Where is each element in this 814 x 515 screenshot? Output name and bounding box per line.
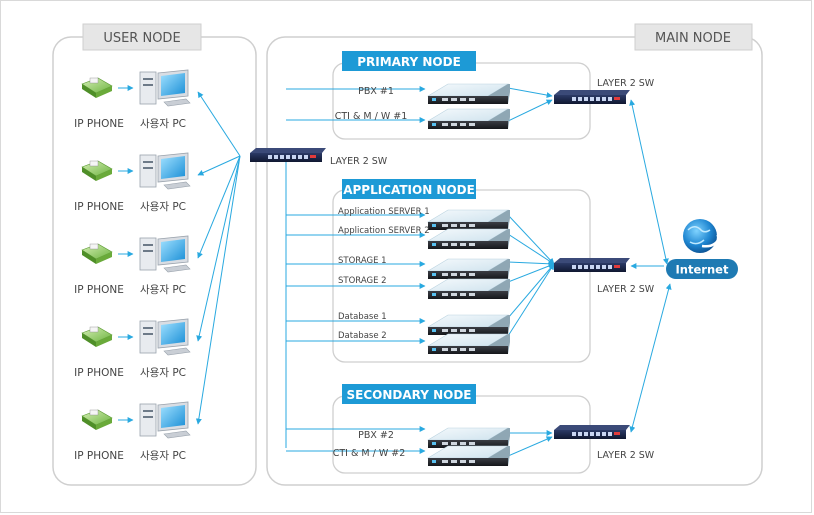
secondary-server — [426, 445, 510, 466]
server-label: CTI & M / W #2 — [333, 448, 406, 459]
user-row: IP PHONE 사용자 PC — [74, 318, 191, 379]
main-node-tab: MAIN NODE — [634, 23, 753, 51]
user-row: IP PHONE 사용자 PC — [74, 69, 191, 130]
primary-server — [426, 108, 510, 129]
primary-switch — [554, 90, 630, 104]
switch-group: LAYER 2 SW LAYER 2 SW LAYER 2 SW LAYER 2 SW — [250, 78, 655, 461]
pc-to-switch — [197, 91, 241, 157]
server-to-switch — [507, 436, 553, 457]
application-server — [426, 258, 510, 279]
user-node-tab: USER NODE — [82, 23, 202, 51]
user-row: IP PHONE 사용자 PC — [74, 235, 191, 296]
user-pc-icon — [139, 401, 191, 439]
ip-phone-label: IP PHONE — [74, 118, 124, 130]
ip-phone-label: IP PHONE — [74, 201, 124, 213]
user-pc-icon — [139, 235, 191, 273]
ip-phone-label: IP PHONE — [74, 284, 124, 296]
server-to-switch — [507, 263, 555, 337]
server-to-switch — [507, 263, 555, 319]
server-to-switch — [507, 263, 555, 283]
user-pc-icon — [139, 152, 191, 190]
switch-to-internet — [629, 99, 669, 265]
application-server — [426, 278, 510, 299]
application-node-title: APPLICATION NODE — [343, 183, 475, 197]
internet-label: Internet — [676, 263, 729, 277]
application-switch-label: LAYER 2 SW — [597, 284, 655, 295]
server-label: PBX #1 — [358, 86, 394, 97]
switch-to-internet — [629, 283, 672, 433]
user-pc-label: 사용자 PC — [140, 201, 186, 213]
server-to-switch — [507, 233, 555, 265]
internet-node: Internet — [666, 219, 738, 279]
user-pc-label: 사용자 PC — [140, 284, 186, 296]
ip-phone-icon — [81, 326, 113, 347]
connection-lines — [118, 85, 672, 457]
secondary-server — [426, 427, 510, 448]
user-pc-label: 사용자 PC — [140, 450, 186, 462]
user-node-title: USER NODE — [103, 31, 180, 46]
server-label: CTI & M / W #1 — [335, 111, 408, 122]
secondary-node-header: SECONDARY NODE — [342, 384, 476, 404]
primary-switch-label: LAYER 2 SW — [597, 78, 655, 89]
application-switch — [554, 258, 630, 272]
central-switch — [250, 148, 326, 162]
server-to-switch — [507, 87, 553, 98]
user-rows: IP PHONE 사용자 PC IP PHONE 사용자 PC IP PHONE 사용자 … — [74, 69, 191, 462]
user-pc-icon — [139, 318, 191, 356]
secondary-switch-label: LAYER 2 SW — [597, 450, 655, 461]
server-group: PBX #1 CTI & M / W #1 Application SERVER 1… — [333, 83, 510, 466]
ip-phone-icon — [81, 243, 113, 264]
ip-phone-label: IP PHONE — [74, 450, 124, 462]
server-label: Database 2 — [338, 331, 387, 341]
application-server — [426, 228, 510, 249]
user-row: IP PHONE 사용자 PC — [74, 401, 191, 462]
server-label: Application SERVER 2 — [338, 226, 430, 236]
pc-to-switch — [196, 155, 241, 342]
ip-phone-icon — [81, 160, 113, 181]
secondary-switch — [554, 425, 630, 439]
pc-to-switch — [195, 155, 241, 425]
server-label: STORAGE 1 — [338, 256, 387, 266]
ip-phone-icon — [81, 409, 113, 430]
pc-to-switch — [197, 155, 241, 176]
ip-phone-label: IP PHONE — [74, 367, 124, 379]
pc-to-switch — [197, 155, 241, 259]
user-pc-label: 사용자 PC — [140, 367, 186, 379]
internet-badge — [666, 259, 738, 279]
primary-node-title: PRIMARY NODE — [357, 55, 461, 69]
globe-icon — [683, 219, 717, 253]
application-server — [426, 333, 510, 354]
server-label: Application SERVER 1 — [338, 207, 430, 217]
secondary-node-title: SECONDARY NODE — [347, 388, 472, 402]
server-label: Database 1 — [338, 312, 387, 322]
ip-phone-icon — [81, 77, 113, 98]
server-label: STORAGE 2 — [338, 276, 387, 286]
application-node-header: APPLICATION NODE — [342, 179, 476, 199]
server-to-switch — [507, 260, 555, 267]
application-server — [426, 209, 510, 230]
application-server — [426, 314, 510, 335]
primary-node-header: PRIMARY NODE — [342, 51, 476, 71]
server-label: PBX #2 — [358, 430, 394, 441]
server-to-switch — [507, 99, 553, 122]
user-row: IP PHONE 사용자 PC — [74, 152, 191, 213]
primary-server — [426, 83, 510, 104]
main-node-title: MAIN NODE — [655, 31, 731, 46]
user-pc-label: 사용자 PC — [140, 118, 186, 130]
user-pc-icon — [139, 69, 191, 107]
central-switch-label: LAYER 2 SW — [330, 156, 388, 167]
server-to-switch — [507, 214, 555, 265]
